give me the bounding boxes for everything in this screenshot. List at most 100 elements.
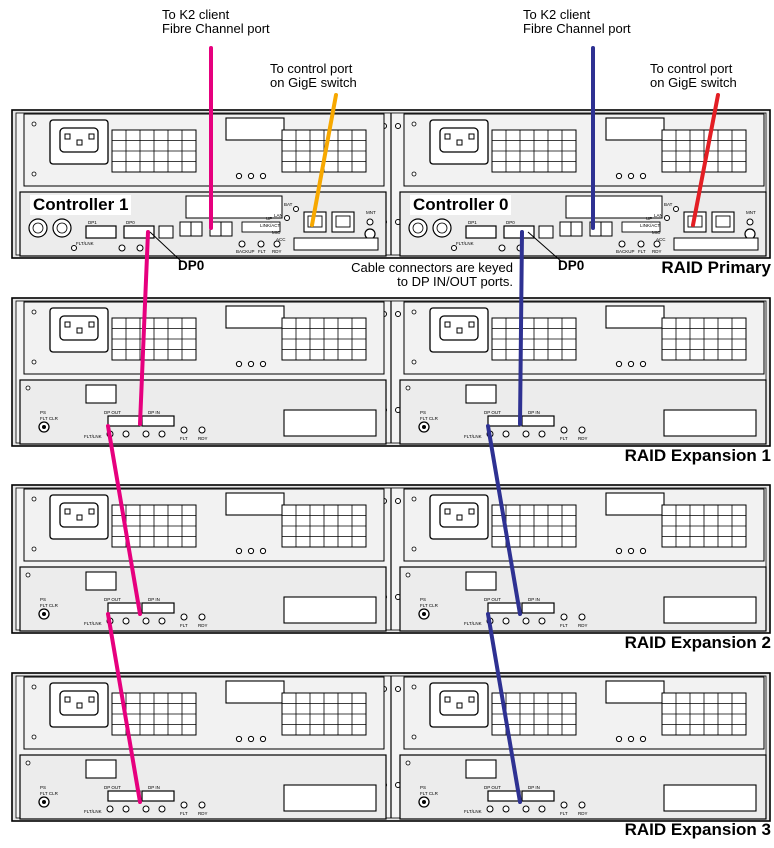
led [284, 215, 290, 221]
dp0-label: DP0 [126, 220, 135, 225]
lan-label: LAN [274, 213, 283, 218]
handle-slot [225, 305, 285, 329]
rj45-jack [715, 215, 731, 228]
controller-0-label: Controller 0 [410, 195, 512, 215]
rdy-label: RDY [198, 436, 208, 441]
status-led [259, 172, 267, 180]
dp-out-port [107, 415, 141, 427]
mode-switch [241, 221, 281, 233]
serial-port-ring [56, 222, 68, 234]
flt-clr-label: FLT CLR [40, 791, 59, 796]
screw [411, 309, 417, 315]
led [198, 613, 206, 621]
socket-pin [64, 133, 71, 140]
flt-link-label: FLT/LNK [84, 621, 102, 626]
screw [31, 684, 37, 690]
screw [405, 572, 411, 578]
lan-label: LAN [654, 213, 663, 218]
socket-pin [64, 508, 71, 515]
status-led [247, 547, 255, 555]
screw [411, 684, 417, 690]
status-led [615, 172, 623, 180]
status-led [639, 735, 647, 743]
label-plate [283, 596, 377, 624]
rj45-jack [335, 215, 351, 228]
screw [25, 572, 31, 578]
status-led [247, 360, 255, 368]
led [538, 617, 546, 625]
led [538, 805, 546, 813]
socket-pin [444, 133, 451, 140]
led [560, 801, 568, 809]
dp-aux-port [158, 225, 174, 239]
led [498, 244, 506, 252]
backup-label: BACKUP [236, 249, 255, 254]
led [158, 805, 166, 813]
led [136, 244, 144, 252]
flt-label: FLT [258, 249, 266, 254]
screw [411, 359, 417, 365]
ps-label: PS [40, 410, 46, 415]
socket-pin [76, 327, 83, 334]
label-plate [663, 596, 757, 624]
status-led [235, 547, 243, 555]
flt-label: FLT [180, 436, 188, 441]
led [486, 805, 494, 813]
flt-link-label: FLT/LNK [84, 809, 102, 814]
dp0-leader-right [527, 231, 563, 263]
dp-in-port [141, 415, 175, 427]
dp-out-label: DP OUT [104, 785, 121, 790]
up-label: UP [266, 216, 272, 221]
flt-clr-label: FLT CLR [420, 791, 439, 796]
status-led [259, 547, 267, 555]
rdy-label: RDY [578, 623, 588, 628]
dp-aux-port [538, 225, 554, 239]
led [273, 240, 281, 248]
serial-port [432, 218, 452, 238]
dp-in-port [141, 602, 175, 614]
status-led [627, 735, 635, 743]
socket-pin [456, 139, 463, 146]
led [578, 613, 586, 621]
raid-expansion-1-label: RAID Expansion 1 [624, 446, 771, 465]
mode-switch [621, 221, 661, 233]
flt-clr-label: FLT CLR [40, 416, 59, 421]
socket-pin [456, 327, 463, 334]
socket-pin [456, 702, 463, 709]
led [664, 215, 670, 221]
dp-out-label: DP OUT [104, 597, 121, 602]
handle-slot [605, 117, 665, 141]
screw [31, 359, 37, 365]
flt-link-label: FLT/LNK [84, 434, 102, 439]
socket-pin [468, 508, 475, 515]
flt-link-label: FLT/LNK [464, 621, 482, 626]
status-led [259, 360, 267, 368]
dp-out-label: DP OUT [484, 410, 501, 415]
led [198, 426, 206, 434]
link-act-label: LINK/ACT [260, 223, 281, 228]
status-led [615, 547, 623, 555]
socket-pin [444, 508, 451, 515]
dp-in-label: DP IN [148, 597, 160, 602]
socket-pin [64, 321, 71, 328]
led [653, 240, 661, 248]
handle-slot [225, 117, 285, 141]
flt-clr-label: FLT CLR [40, 603, 59, 608]
rdy-label: RDY [198, 623, 208, 628]
bat-label: BAT [284, 202, 293, 207]
label-plate [293, 237, 379, 251]
socket-pin [468, 321, 475, 328]
flt-link-label: FLT/LNK [464, 809, 482, 814]
screw [31, 734, 37, 740]
dp-in-label: DP IN [148, 785, 160, 790]
controller-handle [185, 195, 283, 219]
led [142, 430, 150, 438]
dp0-callout-right: DP0 [558, 258, 585, 273]
led [578, 801, 586, 809]
